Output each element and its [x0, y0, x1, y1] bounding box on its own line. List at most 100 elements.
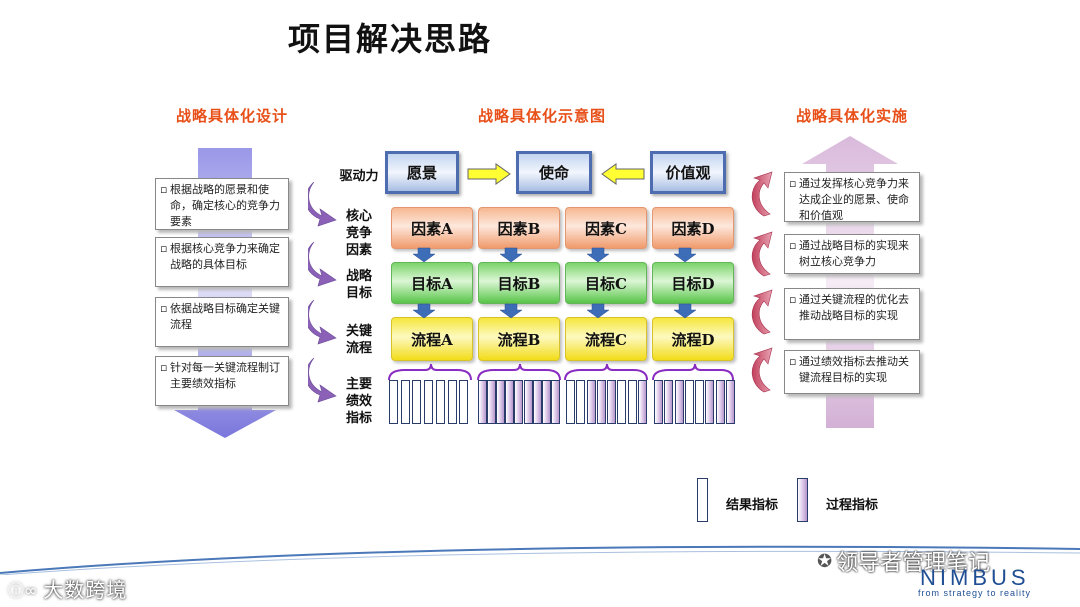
down-arrow-icon: [412, 247, 436, 263]
result-indicator: [435, 380, 445, 424]
legend-result-label: 结果指标: [726, 498, 779, 513]
factor-box: 因素B: [478, 207, 560, 249]
driver-vision: 愿景: [385, 151, 459, 194]
flow-box: 流程A: [391, 317, 473, 361]
curve-arrow-icon: [751, 347, 773, 393]
process-indicator: [532, 380, 542, 424]
process-indicator: [596, 380, 606, 424]
goal-box: 目标C: [565, 262, 647, 304]
source-watermark: ⓘ∞ 大数跨境: [8, 574, 127, 603]
section-title-diagram: 战略具体化示意图: [478, 107, 607, 125]
flow-box: 流程D: [652, 317, 734, 361]
implement-step-3: ▫ 通过关键流程的优化去推动战略目标的实现: [784, 288, 920, 340]
process-indicator: [505, 380, 515, 424]
result-indicator: [412, 380, 422, 424]
goal-box: 目标D: [652, 262, 734, 304]
result-indicator: [627, 380, 637, 424]
footer-curve: [0, 545, 1080, 575]
design-step-1: ▫ 根据战略的愿景和使命，确定核心的竞争力要素: [155, 178, 289, 230]
bullet-icon: ▫: [160, 302, 168, 315]
implement-step-text: 通过发挥核心竞争力来达成企业的愿景、使命和价值观: [799, 177, 909, 222]
bullet-icon: ▫: [789, 177, 797, 190]
process-indicator: [715, 380, 725, 424]
design-step-text: 依据战略目标确定关键流程: [170, 302, 280, 331]
row-label-core: 核心竞争因素: [345, 209, 372, 258]
brand-slogan: from strategy to reality: [918, 588, 1032, 598]
curve-arrow-icon: [308, 299, 337, 345]
section-title-implement: 战略具体化实施: [796, 107, 909, 125]
implement-step-2: ▫ 通过战略目标的实现来树立核心竞争力: [784, 234, 920, 274]
result-indicator: [566, 380, 575, 424]
legend-process-label: 过程指标: [826, 498, 879, 513]
bullet-icon: ▫: [160, 361, 168, 374]
down-arrow-icon: [673, 247, 697, 263]
row-label-flow: 关键流程: [345, 324, 372, 356]
implement-step-text: 通过绩效指标去推动关键流程目标的实现: [799, 355, 909, 384]
implement-step-4: ▫ 通过绩效指标去推动关键流程目标的实现: [784, 350, 920, 394]
result-indicator: [459, 380, 469, 424]
design-step-text: 根据核心竞争力来确定战略的具体目标: [170, 242, 280, 271]
result-indicator: [695, 380, 704, 424]
result-indicator: [447, 380, 457, 424]
curve-arrow-icon: [751, 289, 773, 335]
brace-icon: [564, 364, 648, 381]
design-step-text: 根据战略的愿景和使命，确定核心的竞争力要素: [170, 183, 280, 228]
process-indicator: [523, 380, 533, 424]
brace-icon: [388, 364, 472, 381]
watermark-text: 大数跨境: [43, 578, 128, 602]
process-indicator: [550, 380, 560, 424]
legend-process-swatch: [797, 478, 808, 522]
design-step-3: ▫ 依据战略目标确定关键流程: [155, 297, 289, 347]
brace-icon: [477, 364, 561, 381]
arrow-left-icon: [601, 163, 645, 185]
implement-step-text: 通过战略目标的实现来树立核心竞争力: [799, 239, 909, 268]
process-indicator: [674, 380, 684, 424]
factor-box: 因素D: [652, 207, 734, 249]
process-indicator: [514, 380, 524, 424]
process-indicator: [478, 380, 487, 424]
down-arrow-icon: [412, 303, 436, 319]
brand-logo: NIMBUS: [920, 565, 1030, 590]
down-arrows: [412, 247, 697, 319]
result-indicator: [684, 380, 694, 424]
factor-box: 因素A: [391, 207, 473, 249]
process-indicator: [725, 380, 735, 424]
design-step-4: ▫ 针对每一关键流程制订主要绩效指标: [155, 356, 289, 406]
result-indicator: [389, 380, 398, 424]
section-title-design: 战略具体化设计: [176, 107, 289, 125]
curve-arrow-icon: [308, 241, 337, 287]
bullet-icon: ▫: [160, 183, 168, 196]
factor-box: 因素C: [565, 207, 647, 249]
process-indicator: [654, 380, 663, 424]
page-title: 项目解决思路: [288, 20, 493, 58]
process-indicator: [541, 380, 551, 424]
process-indicator: [705, 380, 715, 424]
down-arrow-icon: [586, 303, 610, 319]
design-step-2: ▫ 根据核心竞争力来确定战略的具体目标: [155, 237, 289, 287]
right-curve-arrows: [751, 171, 773, 393]
process-indicator: [664, 380, 674, 424]
result-indicator: [400, 380, 410, 424]
row-label-kpi: 主要绩效指标: [345, 377, 372, 426]
curve-arrow-icon: [308, 182, 337, 227]
bullet-icon: ▫: [789, 355, 797, 368]
curve-arrow-icon: [751, 231, 773, 277]
wechat-watermark: ✪ 领导者管理笔记: [817, 545, 990, 577]
design-step-text: 针对每一关键流程制订主要绩效指标: [170, 361, 280, 390]
arrow-right-icon: [467, 163, 511, 185]
down-arrow-icon: [586, 247, 610, 263]
curve-arrow-icon: [751, 171, 773, 217]
down-arrow-icon: [499, 303, 523, 319]
driver-values: 价值观: [650, 151, 726, 194]
row-label-driver: 驱动力: [339, 169, 379, 184]
curve-arrow-icon: [308, 357, 337, 403]
goal-box: 目标A: [391, 262, 473, 304]
result-indicator: [617, 380, 627, 424]
flow-box: 流程B: [478, 317, 560, 361]
goal-box: 目标B: [478, 262, 560, 304]
bullet-icon: ▫: [160, 242, 168, 255]
implement-step-text: 通过关键流程的优化去推动战略目标的实现: [799, 293, 909, 322]
process-indicator: [637, 380, 647, 424]
flow-box: 流程C: [565, 317, 647, 361]
result-indicator: [424, 380, 434, 424]
